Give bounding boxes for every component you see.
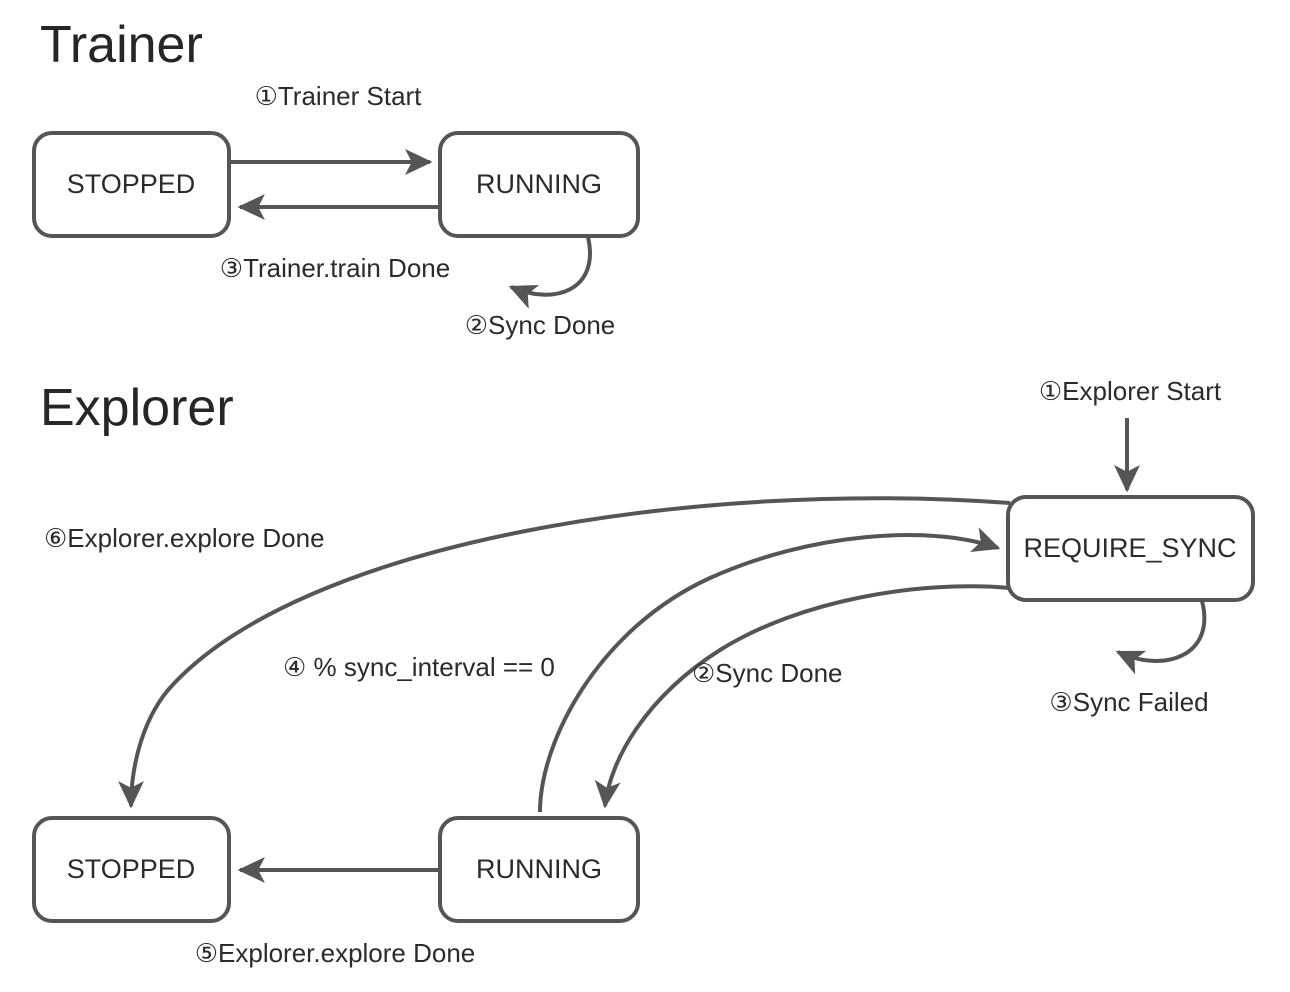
state-box-outline (32, 131, 231, 238)
explorer-state-stopped[interactable]: STOPPED (32, 816, 231, 923)
trainer-edge-label-trainer-train-done: ③Trainer.train Done (220, 253, 450, 283)
explorer-section-title: Explorer (40, 379, 234, 437)
trainer-section: Trainer STOPPED RUNNING ①Trainer Start ③… (32, 16, 640, 340)
trainer-state-running[interactable]: RUNNING (438, 131, 640, 238)
state-box-outline (1006, 495, 1255, 602)
trainer-edge-label-trainer-start: ①Trainer Start (255, 81, 423, 111)
explorer-edge-label-explore-done-5: ⑤Explorer.explore Done (195, 938, 476, 968)
explorer-state-require-sync[interactable]: REQUIRE_SYNC (1006, 495, 1255, 602)
explorer-section: Explorer REQUIRE_SYNC STOPPED RUNNING ①E… (32, 376, 1255, 968)
trainer-section-title: Trainer (40, 16, 203, 74)
trainer-state-stopped[interactable]: STOPPED (32, 131, 231, 238)
state-box-outline (32, 816, 231, 923)
explorer-state-running-label: RUNNING (476, 854, 602, 884)
explorer-state-require-sync-label: REQUIRE_SYNC (1023, 533, 1236, 563)
explorer-state-stopped-label: STOPPED (67, 854, 196, 884)
trainer-state-stopped-label: STOPPED (67, 169, 196, 199)
explorer-edge-label-sync-failed: ③Sync Failed (1049, 687, 1208, 717)
explorer-edge-running-to-require-sync (538, 527, 1001, 813)
trainer-edge-label-sync-done: ②Sync Done (465, 310, 616, 340)
trainer-state-running-label: RUNNING (476, 169, 602, 199)
explorer-edge-label-explorer-start: ①Explorer Start (1039, 376, 1222, 406)
explorer-state-running[interactable]: RUNNING (438, 816, 640, 923)
explorer-edge-require-sync-to-stopped (118, 496, 1011, 809)
explorer-edge-label-sync-interval: ④ % sync_interval == 0 (283, 652, 555, 682)
trainer-edge-running-self-loop (508, 236, 592, 309)
state-box-outline (438, 131, 640, 238)
explorer-edge-require-sync-self-loop (1115, 600, 1207, 675)
explorer-edge-label-explore-done-6: ⑥Explorer.explore Done (44, 523, 325, 553)
explorer-edge-require-sync-to-running (594, 584, 1011, 809)
explorer-edge-label-sync-done: ②Sync Done (692, 658, 843, 688)
